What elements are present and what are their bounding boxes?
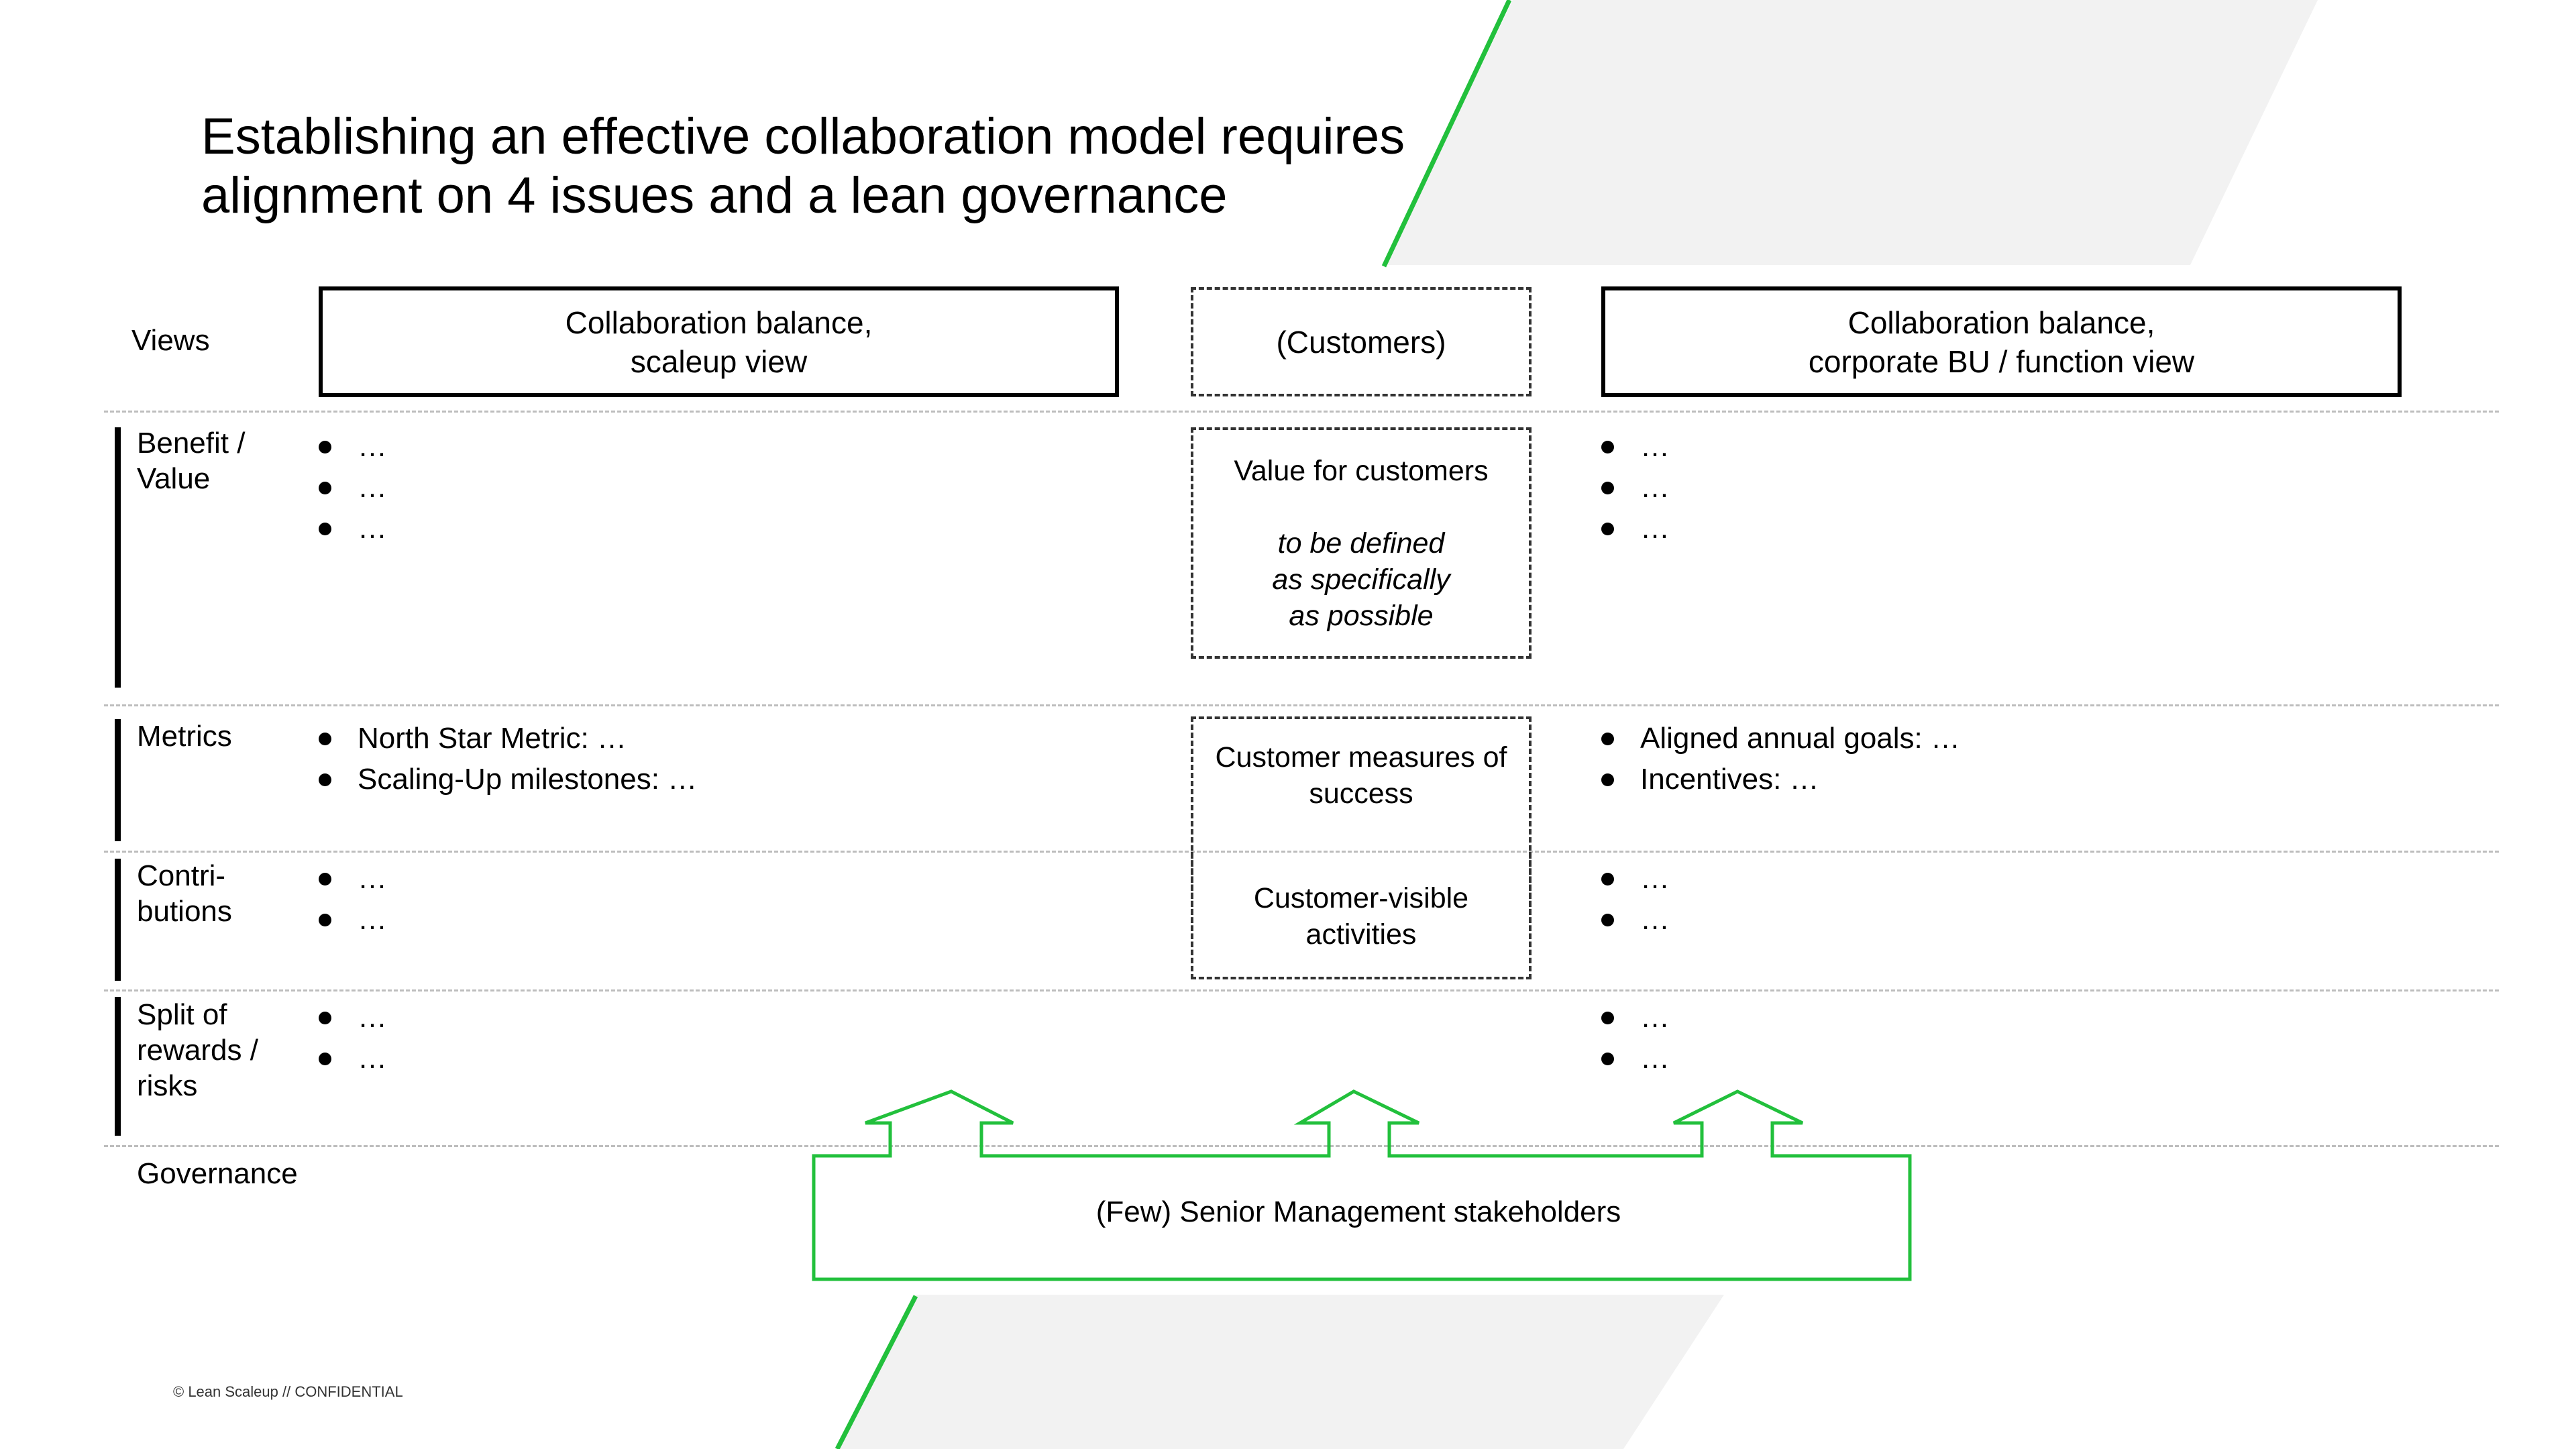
scaleup-split-list: … …: [319, 997, 387, 1079]
deco-grey-parallelogram-bottom: [839, 1295, 1724, 1449]
row-label-governance: Governance: [137, 1157, 298, 1190]
list-item: …: [319, 508, 387, 549]
title-line-2: alignment on 4 issues and a lean governa…: [201, 167, 1228, 224]
scaleup-benefit-list: … … …: [319, 426, 387, 549]
scaleup-contributions-list: … …: [319, 858, 387, 940]
row-bar-metrics: [115, 719, 121, 841]
deco-green-line-bottom: [835, 1295, 918, 1449]
list-item: North Star Metric: …: [319, 718, 697, 759]
row-label-split: Split of rewards / risks: [137, 998, 258, 1102]
corporate-benefit-list: … … …: [1601, 426, 1670, 549]
list-item: …: [319, 858, 387, 899]
list-item: …: [319, 426, 387, 467]
row-label-views: Views: [131, 324, 210, 357]
list-item: …: [1601, 467, 1670, 508]
governance-box-label: (Few) Senior Management stakeholders: [1095, 1195, 1621, 1228]
customer-measures-box: Customer measures of success: [1191, 716, 1532, 979]
customer-value-box: Value for customers to be defined as spe…: [1191, 427, 1532, 659]
list-item: …: [1601, 1038, 1670, 1079]
title-line-1: Establishing an effective collaboration …: [201, 108, 1405, 165]
scaleup-metrics-list: North Star Metric: … Scaling-Up mileston…: [319, 718, 697, 800]
row-bar-benefit: [115, 427, 121, 688]
list-item: …: [1601, 899, 1670, 940]
footer-confidential: © Lean Scaleup // CONFIDENTIAL: [173, 1383, 403, 1400]
list-item: …: [319, 899, 387, 940]
governance-diagram: [812, 1089, 1912, 1281]
list-item: …: [1601, 426, 1670, 467]
divider-views: [104, 411, 2499, 413]
customer-activities-box: Customer-visible activities: [1191, 852, 1532, 979]
corporate-contributions-list: … …: [1601, 858, 1670, 940]
corporate-metrics-list: Aligned annual goals: … Incentives: …: [1601, 718, 1960, 800]
header-corporate-view: Collaboration balance, corporate BU / fu…: [1601, 286, 2402, 397]
list-item: Aligned annual goals: …: [1601, 718, 1960, 759]
list-item: …: [1601, 858, 1670, 899]
list-item: Scaling-Up milestones: …: [319, 759, 697, 800]
header-scaleup-view: Collaboration balance, scaleup view: [319, 286, 1119, 397]
row-bar-split: [115, 997, 121, 1136]
governance-arrows-box: [812, 1089, 1912, 1281]
row-bar-contributions: [115, 859, 121, 981]
row-label-benefit: Benefit / Value: [137, 427, 246, 495]
divider-benefit: [104, 704, 2499, 706]
divider-split: [104, 1145, 2499, 1147]
list-item: …: [319, 997, 387, 1038]
row-label-contributions: Contri- butions: [137, 859, 232, 928]
divider-contributions: [104, 989, 2499, 991]
list-item: Incentives: …: [1601, 759, 1960, 800]
divider-metrics: [104, 851, 2499, 853]
deco-green-line-top: [1381, 0, 1512, 268]
header-customers: (Customers): [1191, 287, 1532, 396]
list-item: …: [319, 467, 387, 508]
list-item: …: [1601, 997, 1670, 1038]
corporate-split-list: … …: [1601, 997, 1670, 1079]
row-label-metrics: Metrics: [137, 720, 232, 753]
page-title: Establishing an effective collaboration …: [201, 107, 1476, 225]
deco-grey-parallelogram-top: [1385, 0, 2318, 265]
list-item: …: [319, 1038, 387, 1079]
list-item: …: [1601, 508, 1670, 549]
